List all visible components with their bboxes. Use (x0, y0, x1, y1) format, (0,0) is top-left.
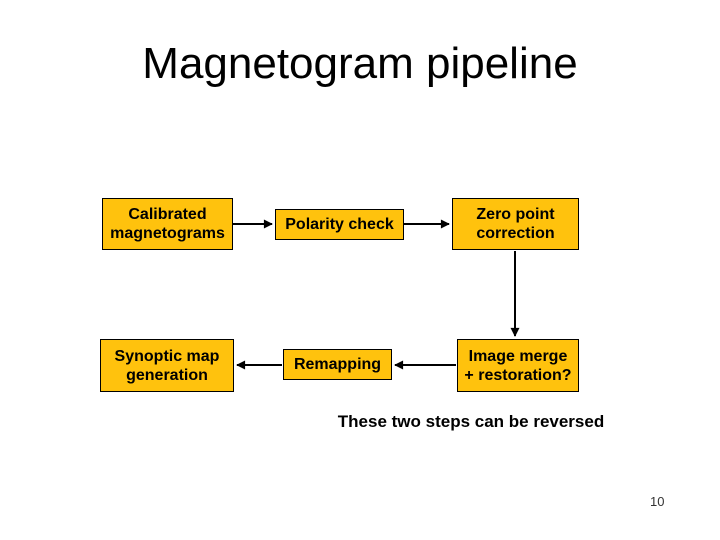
node-polarity-check-label: Polarity check (285, 216, 394, 233)
node-calibrated-magnetograms-label: Calibrated magnetograms (110, 206, 225, 242)
node-image-merge-restoration-label: Image merge + restoration? (464, 347, 572, 384)
node-zero-point-correction: Zero point correction (452, 198, 579, 250)
slide-title: Magnetogram pipeline (142, 39, 578, 88)
page-number: 10 (650, 494, 665, 509)
node-remapping-label: Remapping (293, 356, 382, 373)
caption-reversed-note: These two steps can be reversed (337, 412, 605, 431)
node-calibrated-magnetograms: Calibrated magnetograms (102, 198, 233, 250)
node-synoptic-map-generation: Synoptic map generation (100, 339, 234, 392)
node-synoptic-map-generation-label: Synoptic map generation (114, 347, 220, 384)
node-remapping: Remapping (283, 349, 392, 380)
node-polarity-check: Polarity check (275, 209, 404, 240)
node-zero-point-correction-label: Zero point correction (476, 206, 555, 242)
node-image-merge-restoration: Image merge + restoration? (457, 339, 579, 392)
